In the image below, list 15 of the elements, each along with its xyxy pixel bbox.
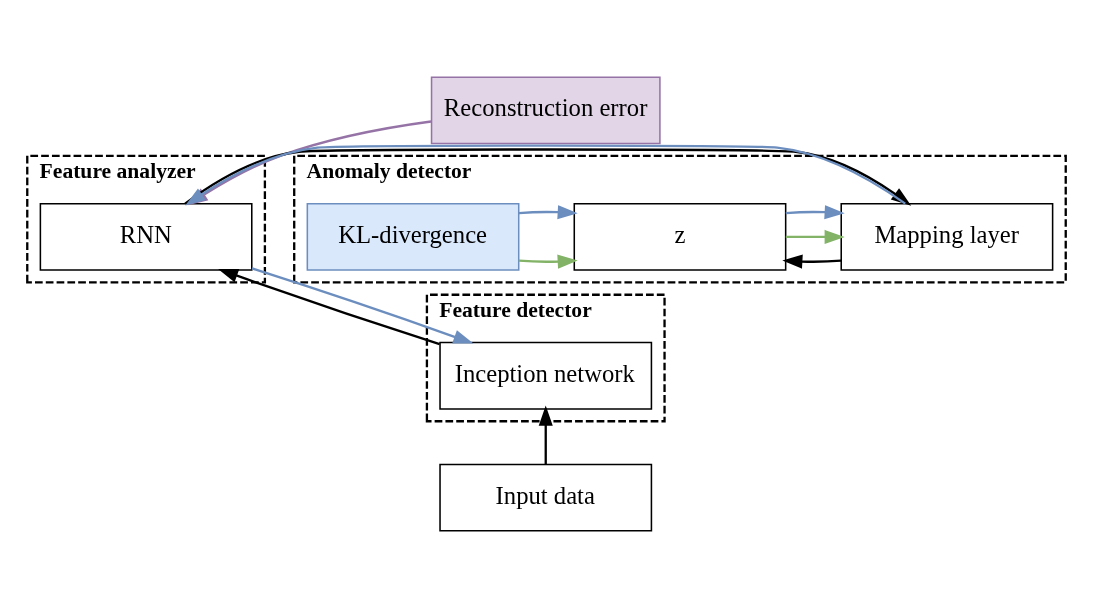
arrow bbox=[518, 254, 578, 269]
node-box: Mapping layer bbox=[840, 202, 1054, 271]
arrow bbox=[218, 268, 440, 346]
arrow bbox=[518, 205, 578, 220]
node-box: RNN bbox=[39, 202, 253, 271]
arrow bbox=[782, 254, 842, 269]
node-box: Reconstruction error bbox=[430, 76, 661, 145]
node-box: Inception network bbox=[439, 341, 653, 410]
arrow bbox=[785, 229, 845, 244]
arrow bbox=[538, 405, 553, 465]
node-box: KL-divergence bbox=[306, 202, 520, 271]
arrow bbox=[251, 267, 474, 344]
arrow bbox=[785, 205, 845, 220]
node-box: z bbox=[573, 202, 787, 271]
node-box: Input data bbox=[439, 463, 653, 532]
